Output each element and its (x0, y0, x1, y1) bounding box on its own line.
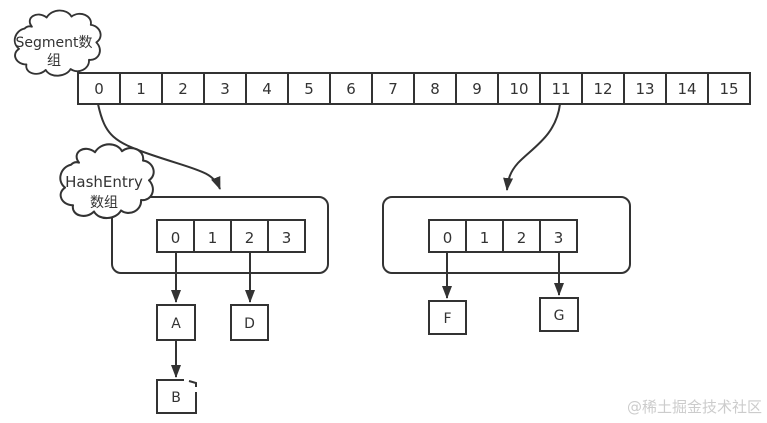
segment-cloud-label-line1: Segment数 (16, 35, 93, 51)
node-f-label: F (443, 311, 451, 327)
segment-cell-label: 4 (262, 80, 272, 98)
hashentry-cloud-label-line2: 数组 (90, 195, 118, 211)
segment-cloud-shape (13, 9, 102, 77)
right-bucket-cell-label: 1 (480, 229, 490, 247)
segment-cell (245, 72, 289, 105)
right-bucket-cell (428, 219, 467, 253)
right-bucket-cell-label: 3 (554, 229, 564, 247)
segment-cell-label: 8 (430, 80, 440, 98)
node-g-label: G (554, 308, 565, 324)
node-d-box (230, 304, 269, 341)
right-bucket: 0 1 2 3 (382, 196, 631, 274)
segment-cell (539, 72, 583, 105)
segment-cell (119, 72, 163, 105)
segment-cloud (13, 9, 102, 77)
segment-cell (329, 72, 373, 105)
segment-cell (455, 72, 499, 105)
right-bucket-cell-label: 0 (443, 229, 453, 247)
right-bucket-cell (465, 219, 504, 253)
segment-cell (371, 72, 415, 105)
node-g-box (539, 297, 579, 332)
left-bucket-cell (230, 219, 269, 253)
node-b-label: B (171, 390, 181, 406)
watermark-text: @稀土掘金技术社区 (627, 398, 762, 416)
hashentry-cloud (59, 143, 155, 220)
node-b-box-corner-dash (188, 380, 197, 387)
left-bucket-cell-label: 0 (171, 229, 181, 247)
segment-cell-label: 13 (635, 80, 654, 98)
segment-cell-label: 9 (472, 80, 482, 98)
segment-cell-label: 7 (388, 80, 398, 98)
left-bucket-cell-label: 2 (245, 229, 255, 247)
left-bucket: 0 1 2 3 (111, 196, 329, 274)
segment-cell-label: 15 (719, 80, 738, 98)
segment-cell-label: 12 (593, 80, 612, 98)
segment-cell-label: 2 (178, 80, 188, 98)
segment-cell-label: 6 (346, 80, 356, 98)
node-a-label: A (171, 316, 181, 332)
segment-cloud-label-line2: 组 (47, 53, 61, 69)
left-bucket-cell (193, 219, 232, 253)
left-bucket-cell-label: 3 (282, 229, 292, 247)
right-bucket-cell-label: 2 (517, 229, 527, 247)
left-bucket-cell (267, 219, 306, 253)
node-d-label: D (244, 316, 255, 332)
segment-cell-label: 1 (136, 80, 146, 98)
node-f-box (428, 300, 467, 335)
segment-cell-label: 3 (220, 80, 230, 98)
left-bucket-cell-label: 1 (208, 229, 218, 247)
segment-cell-label: 10 (509, 80, 528, 98)
arrow-segment0-to-left-bucket (97, 103, 221, 190)
node-a-box (156, 304, 196, 341)
segment-cell (707, 72, 751, 105)
segment-cell (161, 72, 205, 105)
hashentry-cloud-label-line1: HashEntry (65, 173, 143, 191)
node-b-box (156, 379, 197, 414)
segment-array: 0 1 2 3 4 5 6 7 8 9 10 11 12 13 14 15 (77, 72, 751, 105)
segment-cell-label: 5 (304, 80, 314, 98)
arrow-segment11-to-right-bucket (503, 103, 561, 191)
segment-cell (413, 72, 457, 105)
segment-cell-label: 14 (677, 80, 696, 98)
segment-cell-label: 0 (94, 80, 104, 98)
hashentry-cloud-shape (59, 143, 155, 220)
segment-cell-label: 11 (551, 80, 570, 98)
